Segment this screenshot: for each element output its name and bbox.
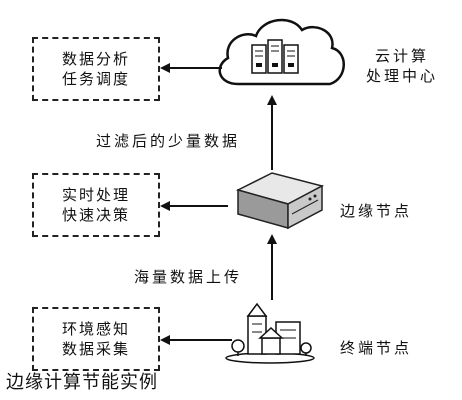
cloud-label-line-2: 处理中心 xyxy=(366,67,439,85)
cloud-icon xyxy=(218,18,345,86)
cloud-label: 云计算 处理中心 xyxy=(366,46,438,86)
terminal-buildings-icon xyxy=(225,302,315,364)
edge-label: 边缘节点 xyxy=(340,202,413,220)
terminal-task-box: 环境感知 数据采集 xyxy=(32,307,160,371)
edge-task-line-2: 快速决策 xyxy=(61,206,130,224)
cloud-label-line-1: 云计算 xyxy=(375,47,430,65)
cloud-task-box: 数据分析 任务调度 xyxy=(32,37,160,101)
cloud-task-line-2: 任务调度 xyxy=(61,70,130,88)
edge-to-cloud-flow-label: 过滤后的少量数据 xyxy=(96,132,241,150)
edge-task-box: 实时处理 快速决策 xyxy=(32,173,160,237)
cloud-task-line-1: 数据分析 xyxy=(61,50,130,68)
terminal-task-line-1: 环境感知 xyxy=(61,320,130,338)
terminal-to-edge-flow-label: 海量数据上传 xyxy=(134,268,243,286)
terminal-label: 终端节点 xyxy=(340,339,413,357)
edge-server-icon xyxy=(235,172,325,230)
terminal-task-line-2: 数据采集 xyxy=(61,340,130,358)
figure-caption: 边缘计算节能实例 xyxy=(6,372,158,393)
edge-task-line-1: 实时处理 xyxy=(61,186,130,204)
